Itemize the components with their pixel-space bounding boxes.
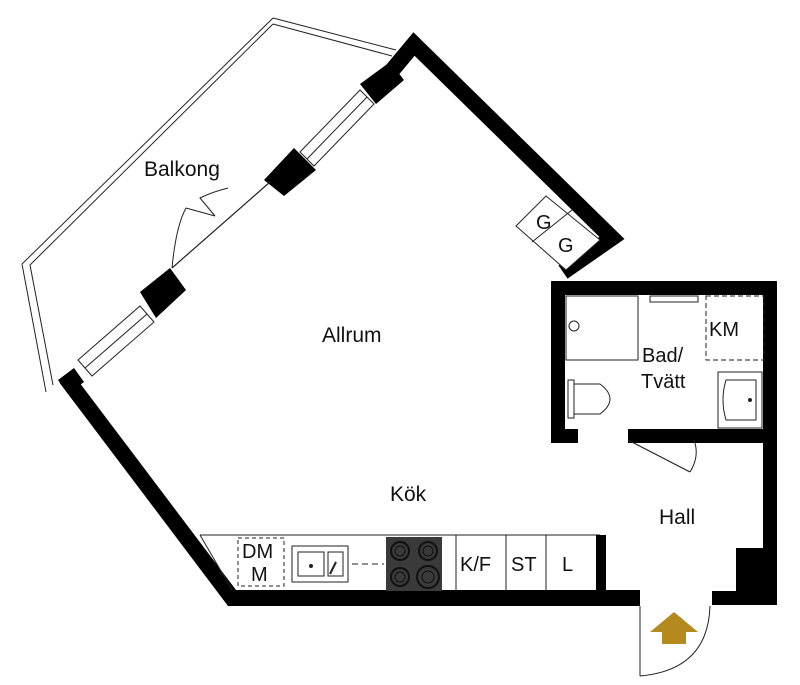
laundry-cabinet: KM	[705, 295, 765, 361]
pantry-label: L	[562, 554, 573, 576]
dishwasher-label: DM	[242, 541, 273, 563]
stove-icon	[386, 537, 442, 591]
wardrobe-label-top: G	[536, 212, 552, 234]
sink-icon	[291, 545, 384, 583]
window-upper	[299, 89, 375, 167]
window-lower	[77, 305, 155, 377]
hall-label: Hall	[659, 506, 695, 529]
outer-walls	[58, 32, 777, 606]
kitchen-label: Kök	[390, 483, 427, 506]
toilet-icon	[567, 379, 611, 419]
kitchen-counter: DM M K/F ST L	[199, 534, 606, 591]
microwave-label: M	[251, 564, 268, 586]
entrance-arrow-icon	[650, 612, 698, 644]
dishwasher: DM M	[237, 537, 285, 587]
storage-label: ST	[511, 554, 537, 576]
balcony-label: Balkong	[144, 158, 220, 181]
living-room-label: Allrum	[322, 324, 382, 347]
wardrobe-label-bottom: G	[558, 235, 574, 257]
bath-label: Bad/	[642, 345, 684, 367]
bathroom: KM Bad/ Tvätt	[565, 295, 770, 473]
bath-label-line2: Tvätt	[641, 371, 686, 393]
balcony-outline	[21, 17, 397, 393]
laundry-cabinet-label: KM	[709, 319, 739, 341]
fridge-freezer-label: K/F	[460, 554, 491, 576]
washbasin-icon	[717, 371, 763, 429]
entrance-door	[639, 605, 711, 677]
bathroom-door	[627, 439, 697, 473]
wardrobes: G G	[515, 195, 601, 271]
balcony-door	[171, 181, 271, 269]
